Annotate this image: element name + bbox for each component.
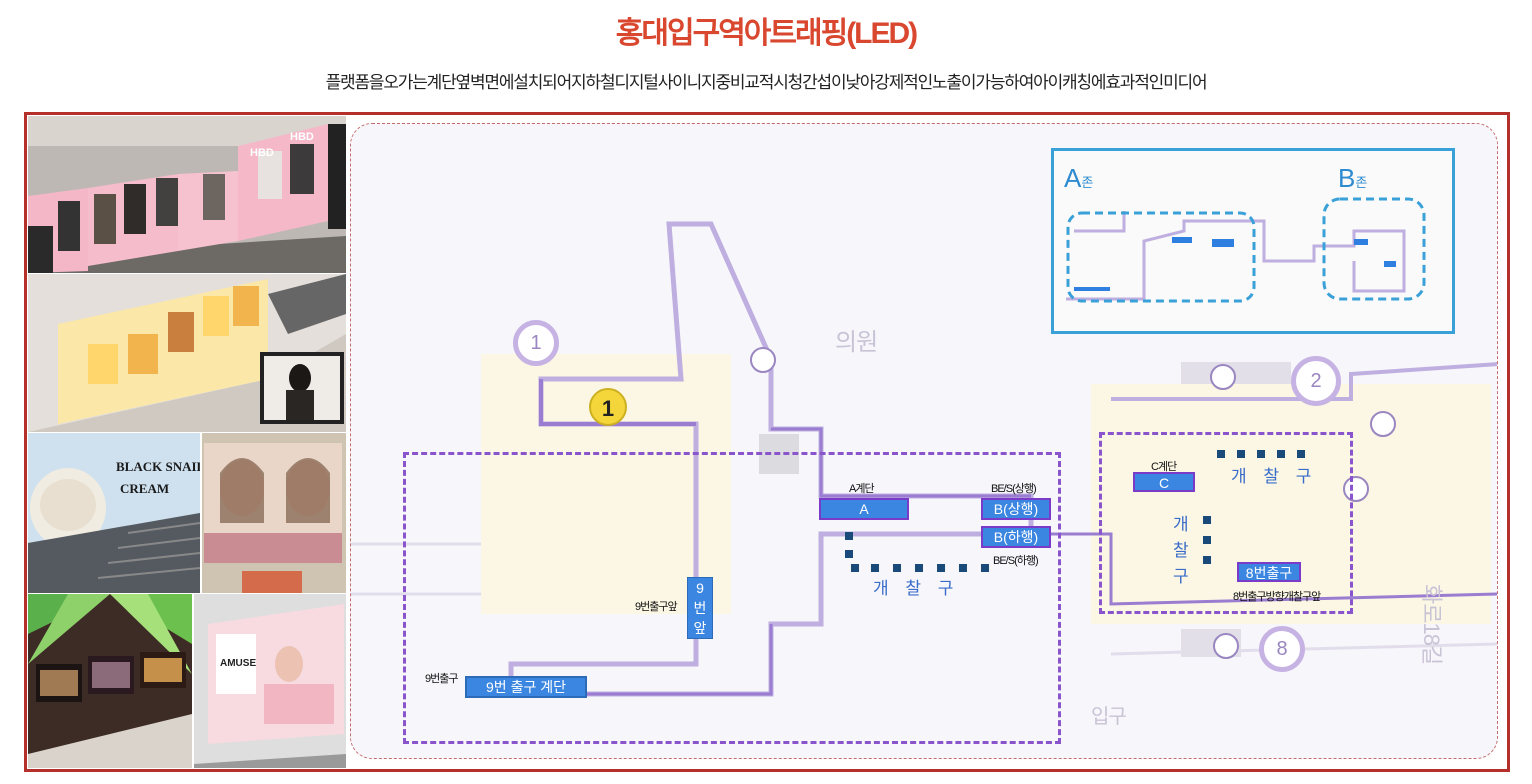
c-stair-label: C계단 (1151, 461, 1177, 473)
exit-2-marker: 2 (1291, 356, 1341, 406)
svg-text:HBD: HBD (290, 131, 314, 143)
exit9-char: 9 (696, 580, 704, 596)
svg-text:BLACK SNAIL: BLACK SNAIL (116, 459, 200, 474)
gate-dot (851, 564, 859, 572)
exit-1-yellow-marker: 1 (589, 388, 627, 426)
zone-c-gate-horizontal: 개 찰 구 (1231, 467, 1318, 486)
a-stair-label: A계단 (849, 483, 875, 495)
gate-dot (915, 564, 923, 572)
zone-c-gate-vertical: 개 찰 구 (1173, 512, 1189, 590)
a-stair-box: A (819, 498, 909, 520)
gate-dot (1203, 556, 1211, 564)
zone-overview-mini-map: A존 B존 (1051, 148, 1455, 334)
exit-1-marker: 1 (513, 320, 559, 366)
gate-dot (871, 564, 879, 572)
zone-a-dashed-box (403, 452, 1061, 744)
zone-a-gate-label: 개 찰 구 (873, 579, 960, 598)
station-map: 의원 화로18길 입구 1 2 8 1 A계단 A BE/S(상행) B(상행)… (350, 123, 1498, 759)
mini-zone-b-label: B존 (1338, 163, 1367, 194)
svg-text:CREAM: CREAM (120, 481, 169, 496)
gate-dot (1203, 536, 1211, 544)
svg-text:HBD: HBD (250, 147, 274, 159)
photo-collage: HBD HBD (28, 116, 346, 768)
character-stair-wall-photo (28, 274, 346, 432)
exit9-front-label: 9번출구앞 (635, 601, 678, 613)
gate-dot (1297, 450, 1305, 458)
gate-dot (893, 564, 901, 572)
gate-char: 찰 (1173, 541, 1189, 560)
green-ray-corridor-photo (28, 594, 192, 768)
page-subtitle: 플랫폼을오가는계단옆벽면에설치되어지하철디지털사이니지중비교적시청간섭이낮아강제… (325, 73, 1208, 92)
mini-zone-a-suffix: 존 (1081, 175, 1094, 190)
exit8-gate-label: 8번출구방향개찰구앞 (1233, 591, 1321, 603)
be-s-up-label: BE/S(상행) (991, 483, 1037, 495)
exit-8-marker: 8 (1259, 626, 1305, 672)
mini-zone-a-label: A존 (1064, 163, 1093, 194)
gate-dot (959, 564, 967, 572)
gate-dot (845, 550, 853, 558)
black-snail-cream-photo: BLACK SNAIL CREAM (28, 433, 200, 593)
be-s-down-label: BE/S(하행) (993, 555, 1039, 567)
gate-dot (1237, 450, 1245, 458)
jewelry-model-ad-photo (202, 433, 346, 593)
exit9-label: 9번출구 (425, 673, 458, 685)
exit9-char: 앞 (693, 620, 707, 636)
gate-dot (981, 564, 989, 572)
gate-char: 개 (1173, 515, 1189, 534)
bg-label-entrance: 입구 (1091, 706, 1127, 728)
amuse-pink-ad-photo: AMUSE (194, 594, 346, 768)
gate-dot (937, 564, 945, 572)
gate-dot (1203, 516, 1211, 524)
gate-dot (1277, 450, 1285, 458)
page-title: 홍대입구역아트래핑(LED) (615, 17, 918, 50)
zone-c-dashed-box (1099, 432, 1353, 614)
svg-text:AMUSE: AMUSE (220, 658, 256, 669)
c-stair-box: C (1133, 472, 1195, 492)
mini-zone-b-letter: B (1338, 163, 1356, 193)
exit9-char: 번 (693, 600, 707, 616)
mini-zone-b-suffix: 존 (1355, 175, 1368, 190)
exit8-box: 8번출구 (1237, 562, 1301, 582)
bg-label-clinic: 의원 (835, 329, 878, 356)
gate-dot (1217, 450, 1225, 458)
gate-char: 구 (1173, 567, 1189, 586)
mini-map-svg (1054, 151, 1452, 331)
mini-zone-a-letter: A (1064, 163, 1082, 193)
exit9-stair-box: 9번 출구 계단 (465, 676, 587, 698)
gate-dot (1257, 450, 1265, 458)
gate-dot (845, 532, 853, 540)
hbd-stair-wall-photo: HBD HBD (28, 116, 346, 273)
b-up-box: B(상행) (981, 498, 1051, 520)
exit9-front-vertical-box: 9 번 앞 (687, 577, 713, 639)
bg-label-road: 화로18길 (1419, 584, 1444, 665)
b-down-box: B(하행) (981, 526, 1051, 548)
